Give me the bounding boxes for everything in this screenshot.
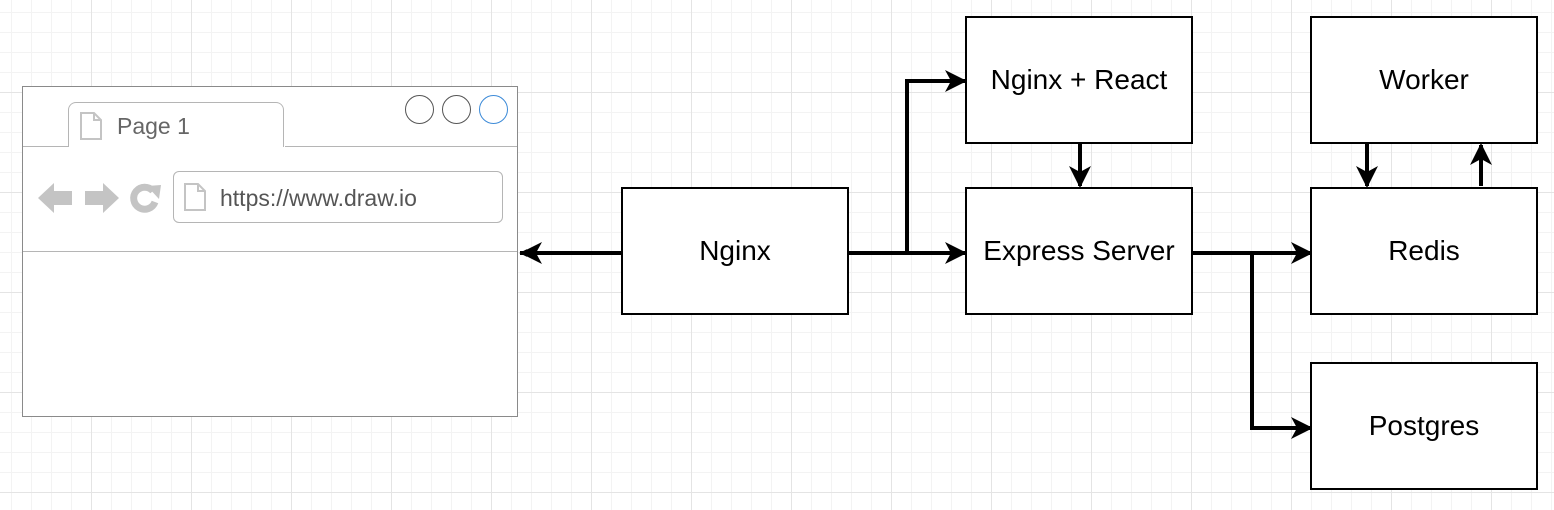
arrowhead-redis-worker bbox=[1470, 143, 1492, 165]
refresh-icon[interactable] bbox=[128, 181, 164, 215]
browser-tab-label: Page 1 bbox=[117, 113, 190, 139]
tab-strip-line bbox=[23, 146, 69, 147]
tab-strip-line bbox=[285, 146, 517, 147]
arrowhead-browser bbox=[520, 242, 542, 264]
arrowhead-react bbox=[945, 70, 967, 92]
node-nginx-react[interactable]: Nginx + React bbox=[965, 16, 1193, 144]
node-express-server-label: Express Server bbox=[983, 235, 1175, 266]
browser-window: Page 1 https://www.draw.io bbox=[22, 86, 518, 417]
node-worker[interactable]: Worker bbox=[1310, 16, 1538, 144]
window-button[interactable] bbox=[405, 95, 434, 124]
node-redis[interactable]: Redis bbox=[1310, 187, 1538, 315]
arrowhead-postgres bbox=[1291, 417, 1313, 439]
node-postgres-label: Postgres bbox=[1368, 410, 1480, 441]
document-icon bbox=[184, 183, 206, 211]
edge-express-to-postgres bbox=[1250, 253, 1311, 430]
node-express-server[interactable]: Express Server bbox=[965, 187, 1193, 315]
node-postgres[interactable]: Postgres bbox=[1310, 362, 1538, 490]
document-icon bbox=[80, 112, 102, 140]
node-nginx[interactable]: Nginx bbox=[621, 187, 849, 315]
toolbar-divider bbox=[23, 251, 517, 252]
edge-nginx-to-react bbox=[905, 79, 965, 253]
forward-arrow-icon[interactable] bbox=[83, 181, 119, 215]
address-bar-url: https://www.draw.io bbox=[220, 185, 417, 211]
arrowhead-express bbox=[945, 242, 967, 264]
address-bar[interactable]: https://www.draw.io bbox=[173, 171, 503, 223]
node-nginx-label: Nginx bbox=[699, 235, 771, 266]
arrowhead-redis bbox=[1291, 242, 1313, 264]
back-arrow-icon[interactable] bbox=[38, 181, 74, 215]
node-redis-label: Redis bbox=[1388, 235, 1460, 266]
node-worker-label: Worker bbox=[1379, 64, 1469, 95]
browser-tab[interactable]: Page 1 bbox=[68, 102, 284, 147]
window-button-active[interactable] bbox=[479, 95, 508, 124]
arrowhead-react-express bbox=[1069, 166, 1091, 188]
arrowhead-worker-redis bbox=[1356, 166, 1378, 188]
node-nginx-react-label: Nginx + React bbox=[990, 64, 1168, 95]
window-button[interactable] bbox=[442, 95, 471, 124]
